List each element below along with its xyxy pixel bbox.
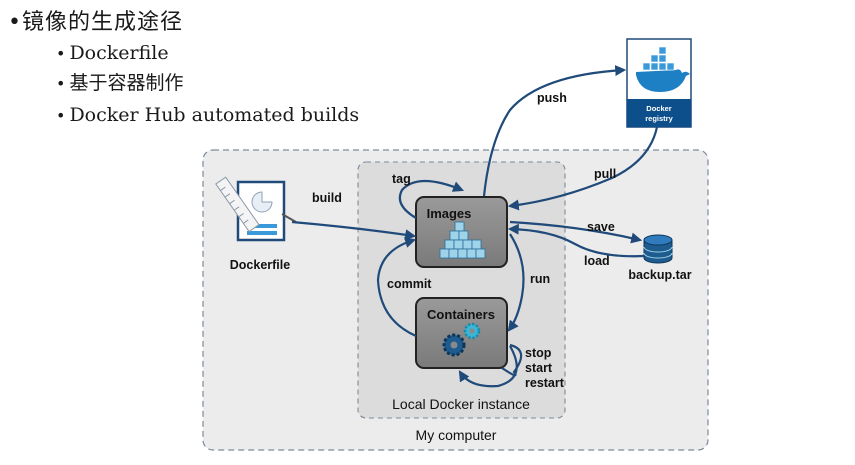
run-arrow — [507, 233, 525, 332]
build-arrow — [291, 220, 417, 241]
dockerfile-label: Dockerfile — [230, 258, 290, 272]
restart-label: restart — [525, 376, 565, 390]
bullet-item-1: •Dockerfile — [56, 42, 169, 64]
image-stack-icon — [439, 221, 486, 259]
dockerfile-icon — [215, 176, 297, 242]
bullet-text: Docker Hub automated builds — [69, 104, 360, 126]
bullet-dot: • — [56, 74, 66, 93]
slide-heading: •镜像的生成途径 — [8, 4, 183, 36]
containers-label: Containers — [427, 307, 495, 322]
bullet-dot: • — [56, 44, 66, 63]
bullet-dot: • — [8, 10, 22, 35]
stop-start-restart-arrow — [460, 343, 523, 388]
images-label: Images — [427, 206, 472, 221]
load-label: load — [584, 254, 610, 268]
registry-label-line1: Docker — [646, 104, 672, 113]
bullet-text: 基于容器制作 — [69, 72, 184, 94]
pull-arrow — [507, 126, 659, 211]
stop-label: stop — [525, 346, 552, 360]
registry-label-line2: registry — [645, 114, 673, 123]
commit-arrow — [376, 237, 417, 338]
bullet-text: Dockerfile — [69, 42, 169, 64]
images-node: Images — [415, 196, 508, 268]
run-label: run — [530, 272, 550, 286]
heading-text: 镜像的生成途径 — [21, 10, 183, 35]
commit-label: commit — [387, 277, 432, 291]
gear-icon — [442, 322, 481, 357]
tag-arrow — [398, 180, 465, 219]
tag-label: tag — [392, 172, 411, 186]
database-icon — [643, 234, 673, 264]
start-label: start — [525, 361, 553, 375]
load-arrow — [507, 223, 645, 258]
save-label: save — [587, 220, 615, 234]
push-label: push — [537, 91, 567, 105]
containers-node: Containers — [415, 297, 508, 369]
build-label: build — [312, 191, 342, 205]
push-arrow — [482, 65, 627, 197]
save-arrow — [509, 220, 643, 244]
bullet-item-3: •Docker Hub automated builds — [56, 104, 359, 126]
my-computer-label: My computer — [416, 427, 497, 443]
bullet-item-2: •基于容器制作 — [56, 68, 183, 95]
docker-registry-icon: Docker registry — [626, 38, 692, 128]
backup-tar-label: backup.tar — [628, 268, 691, 282]
local-docker-instance-label: Local Docker instance — [392, 396, 530, 412]
pull-label: pull — [594, 167, 616, 181]
bullet-dot: • — [56, 106, 66, 125]
